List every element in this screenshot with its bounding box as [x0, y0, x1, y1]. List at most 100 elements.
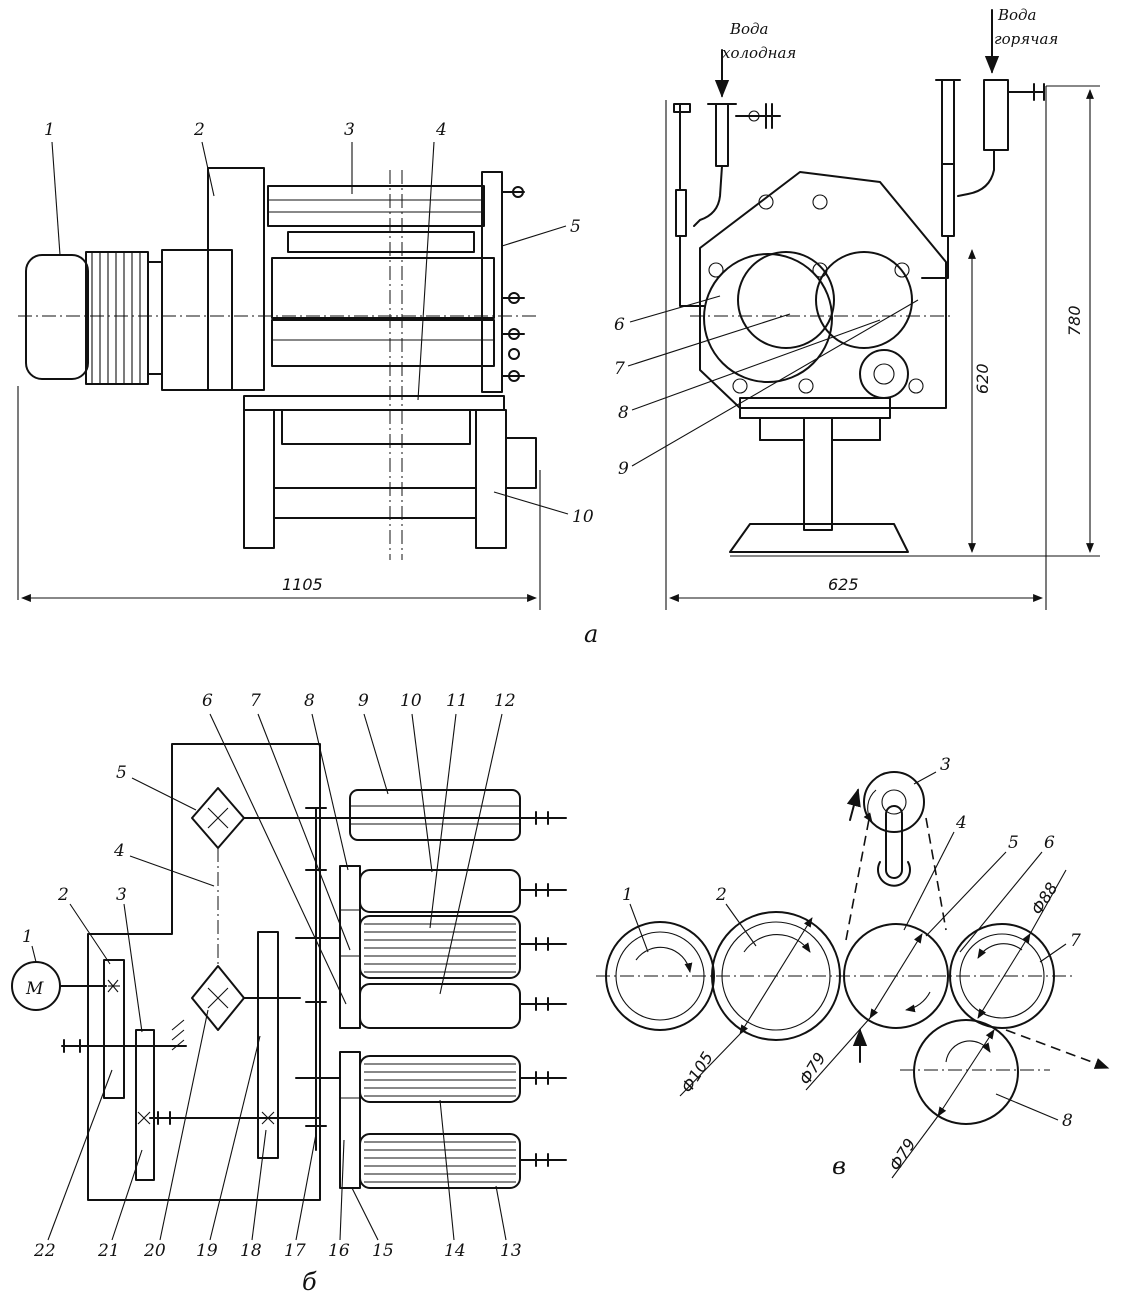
callout-b-10: 10 — [400, 691, 422, 711]
dim-d88: Ф88 — [1027, 879, 1061, 918]
v-roll-3 — [863, 771, 925, 833]
stand-leg-right — [475, 409, 507, 549]
callout-a-2: 2 — [193, 120, 205, 140]
roll-12 — [359, 983, 521, 1029]
v-roll-7 — [949, 923, 1055, 1029]
dim-d105: Ф105 — [677, 1048, 717, 1096]
dim-1105: 1105 — [282, 575, 323, 594]
figure-v-label: в — [832, 1152, 846, 1180]
callout-b-7: 7 — [250, 691, 261, 711]
gear-19 — [257, 931, 279, 1159]
callout-a-8: 8 — [618, 403, 629, 423]
gear-stack-15 — [339, 1051, 361, 1189]
hot-water-label-1: Вода — [997, 6, 1037, 24]
callout-b-9: 9 — [358, 691, 369, 711]
callout-v-6: 6 — [1044, 833, 1055, 853]
callout-b-5: 5 — [116, 763, 127, 783]
stand-leg-left — [243, 409, 275, 549]
figure-a-label: а — [584, 620, 598, 648]
callout-b-17: 17 — [284, 1241, 306, 1261]
callout-a-6: 6 — [614, 315, 625, 335]
cold-water-label-1: Вода — [729, 20, 769, 38]
gearbox — [161, 249, 233, 391]
callout-b-22: 22 — [33, 1241, 56, 1261]
callout-a-4: 4 — [435, 120, 447, 140]
callout-b-20: 20 — [143, 1241, 166, 1261]
roll-7 — [815, 251, 913, 349]
callout-b-16: 16 — [328, 1241, 350, 1261]
stand-top — [243, 395, 505, 411]
callout-a-1: 1 — [44, 120, 55, 140]
cold-pipe-right — [715, 103, 729, 167]
callout-b-19: 19 — [196, 1241, 218, 1261]
callout-a-9: 9 — [618, 459, 629, 479]
dim-620: 620 — [973, 363, 992, 394]
roll-3 — [267, 185, 485, 227]
tension-arm — [885, 805, 903, 879]
callout-b-6: 6 — [202, 691, 213, 711]
pedestal-base — [729, 523, 909, 553]
side-frame-5 — [481, 171, 503, 393]
callout-a-3: 3 — [344, 120, 355, 140]
casing — [699, 171, 947, 409]
main-roll-upper — [271, 257, 495, 319]
v-roll-2 — [711, 911, 841, 1041]
motor-fins — [85, 251, 149, 385]
callout-v-8: 8 — [1062, 1111, 1073, 1131]
callout-v-7: 7 — [1070, 931, 1081, 951]
fig-a-side-view: 1105 1 2 3 4 5 10 — [17, 120, 594, 610]
motor-label: M — [25, 979, 44, 999]
v-roll-8 — [913, 1019, 1019, 1125]
callout-v-4: 4 — [955, 813, 967, 833]
stand-bracket — [505, 437, 537, 489]
fig-v-rolls: Ф105 Ф79 Ф88 Ф79 1 2 3 4 5 6 7 8 — [596, 755, 1110, 1179]
callout-v-5: 5 — [1008, 833, 1019, 853]
callout-b-18: 18 — [240, 1241, 262, 1261]
cold-pipe-left — [675, 103, 687, 237]
roll-6 — [703, 253, 833, 383]
cold-water-label-2: холодная — [722, 44, 796, 62]
callout-v-2: 2 — [715, 885, 727, 905]
pedestal — [803, 417, 833, 531]
callout-b-14: 14 — [444, 1241, 466, 1261]
callout-b-12: 12 — [494, 691, 516, 711]
v-roll-1 — [605, 921, 715, 1031]
roll-9 — [349, 789, 521, 841]
gear-stack-8 — [339, 865, 361, 1029]
bevel-gear-20 — [191, 965, 245, 1031]
callout-a-7: 7 — [614, 359, 625, 379]
callout-b-13: 13 — [500, 1241, 522, 1261]
figure-b-label: б — [302, 1268, 317, 1296]
hot-pipe-right — [983, 79, 1009, 151]
dim-625: 625 — [828, 575, 859, 594]
pulley-22 — [103, 959, 125, 1099]
callout-b-11: 11 — [446, 691, 468, 711]
roll-14 — [359, 1055, 521, 1103]
roll-10 — [359, 869, 521, 913]
dim-d79-b: Ф79 — [885, 1135, 919, 1174]
motor-body — [25, 254, 89, 380]
v-roll-4 — [843, 923, 949, 1029]
callout-v-3: 3 — [940, 755, 951, 775]
frame-plate — [207, 167, 265, 391]
callout-b-1: 1 — [22, 927, 33, 947]
callout-b-3: 3 — [116, 885, 127, 905]
fig-a-front-view: Вода холодная Вода горячая 620 780 625 6… — [614, 6, 1100, 610]
hot-pipe-left — [941, 79, 955, 165]
dim-780: 780 — [1065, 305, 1084, 336]
callout-v-1: 1 — [622, 885, 633, 905]
gear-small — [859, 349, 909, 399]
callout-a-10: 10 — [572, 507, 594, 527]
callout-b-4: 4 — [113, 841, 125, 861]
gear-21 — [135, 1029, 155, 1181]
callout-b-8: 8 — [304, 691, 315, 711]
main-roll-lower — [271, 319, 495, 367]
callout-b-2: 2 — [57, 885, 69, 905]
callout-b-15: 15 — [372, 1241, 394, 1261]
callout-b-21: 21 — [97, 1241, 120, 1261]
frame-outline — [87, 743, 321, 1201]
hot-water-label-2: горячая — [994, 30, 1058, 48]
roll-11 — [359, 915, 521, 979]
